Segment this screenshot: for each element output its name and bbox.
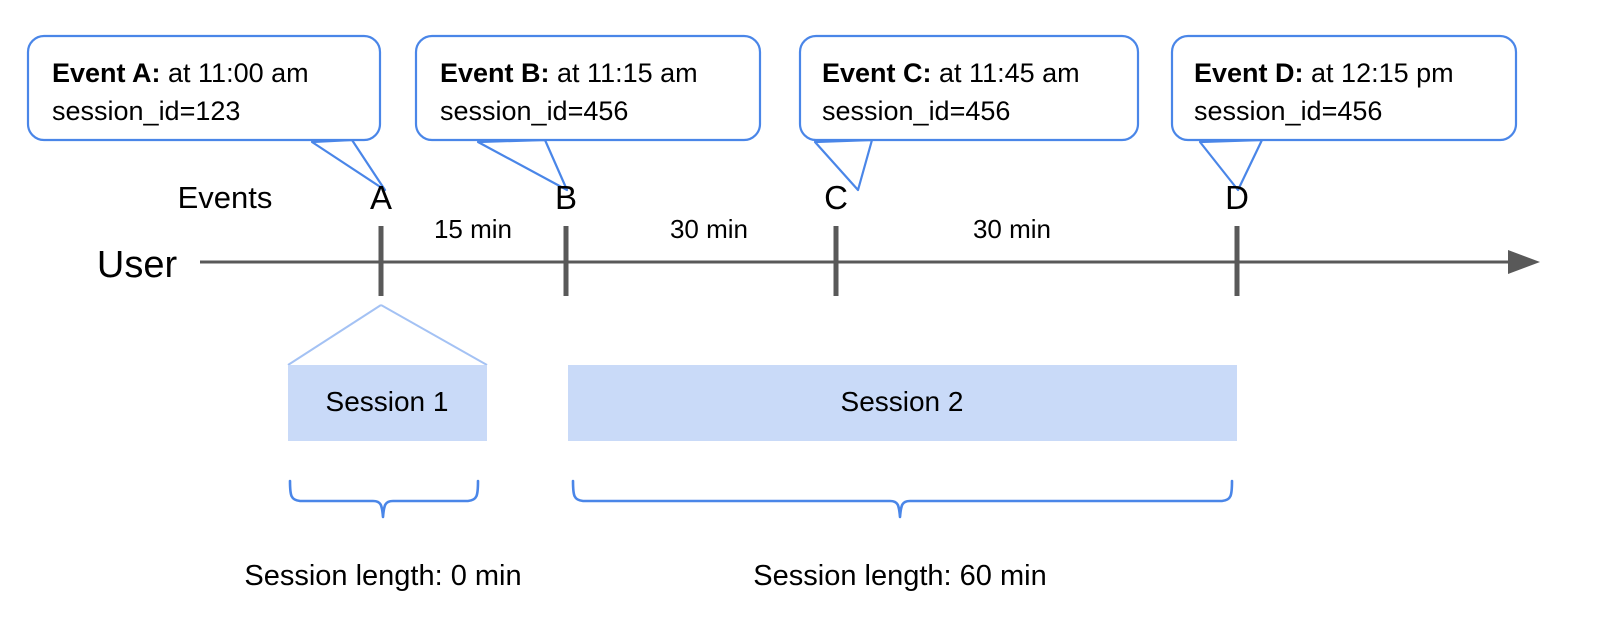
timeline-arrow-icon [1508,250,1540,274]
callout-b-tail [476,138,569,192]
event-letter-d: D [1225,179,1249,216]
callout-d-strong: Event D: [1194,58,1304,88]
event-letter-c: C [824,179,848,216]
session-1[interactable]: Session 1 [288,365,487,441]
gap-label-bc: 30 min [670,214,748,244]
callout-c-strong: Event C: [822,58,932,88]
session-1-brace [288,479,480,519]
session-2-bar[interactable] [568,365,1237,441]
event-letter-b: B [555,179,577,216]
callout-a-line2: session_id=123 [52,96,240,126]
session-1-funnel [287,304,488,366]
callout-b-strong: Event B: [440,58,550,88]
gap-label-cd: 30 min [973,214,1051,244]
callout-b-box [414,34,762,142]
session-2[interactable]: Session 2 [568,365,1237,441]
session-1-label: Session 1 [326,386,449,417]
brace-session-2-path [571,479,1234,519]
callout-d-line2: session_id=456 [1194,96,1382,126]
callout-a-line1: Event A: at 11:00 am [52,58,309,88]
session-2-label: Session 2 [841,386,964,417]
session-1-bar[interactable] [288,365,487,441]
callout-a-strong: Event A: [52,58,161,88]
callout-b-line2: session_id=456 [440,96,628,126]
callout-c-time: at 11:45 am [932,58,1080,88]
callout-d-box [1170,34,1518,142]
funnel-right-line [380,304,488,366]
callout-c-box [798,34,1140,142]
callout-c-line1: Event C: at 11:45 am [822,58,1080,88]
funnel-left-line [287,304,382,366]
callout-event-b: Event B: at 11:15 am session_id=456 [414,34,762,192]
callout-a-box [26,34,382,142]
callout-b-line1: Event B: at 11:15 am [440,58,698,88]
event-letter-a: A [370,179,392,216]
session-2-brace [571,479,1234,519]
session-1-length-label: Session length: 0 min [244,560,521,592]
callout-event-d: Event D: at 12:15 pm session_id=456 [1170,34,1518,192]
callout-event-a: Event A: at 11:00 am session_id=123 [26,34,387,192]
callout-d-line1: Event D: at 12:15 pm [1194,58,1454,88]
callout-c-line2: session_id=456 [822,96,1010,126]
callout-b-time: at 11:15 am [550,58,698,88]
row-label-events: Events [178,180,273,215]
gap-label-ab: 15 min [434,214,512,244]
callout-a-time: at 11:00 am [161,58,309,88]
row-label-user: User [97,244,178,286]
session-2-length-label: Session length: 60 min [753,560,1046,592]
callout-event-c: Event C: at 11:45 am session_id=456 [798,34,1140,192]
callout-d-time: at 12:15 pm [1304,58,1454,88]
timeline-axis [200,226,1540,296]
brace-session-1-path [288,479,480,519]
